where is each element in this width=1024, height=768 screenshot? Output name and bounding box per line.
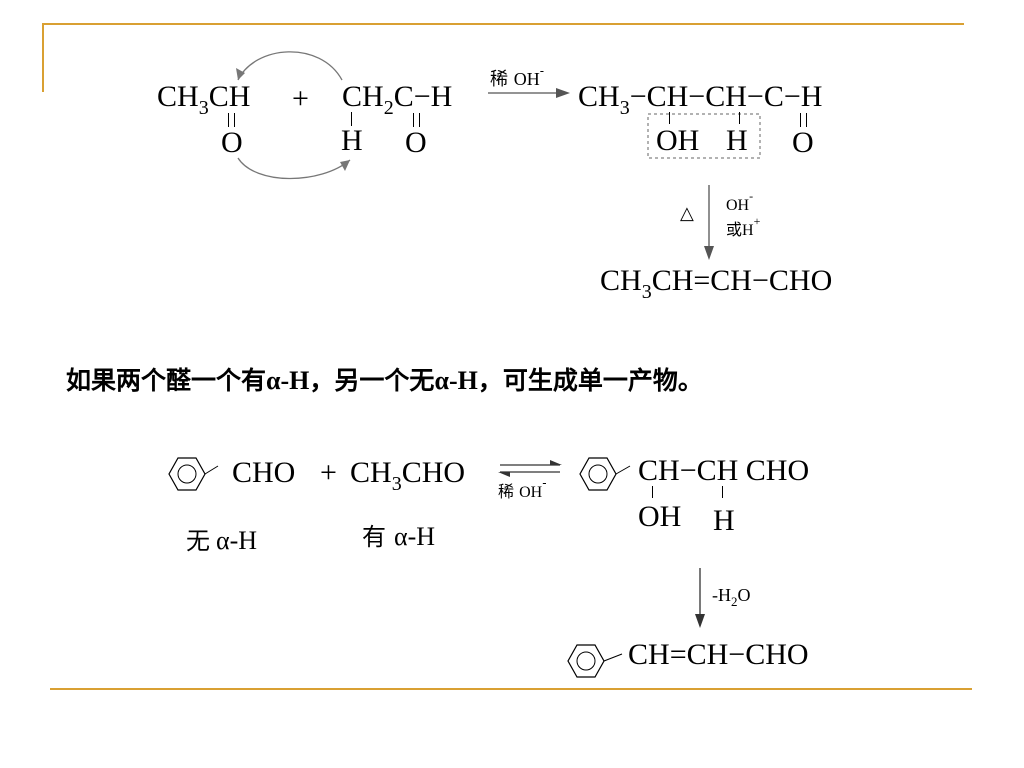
condition-or-h: 或H+ (726, 214, 761, 239)
plus-sign-2: + (320, 456, 337, 489)
curved-arrowhead-bottom (340, 160, 350, 171)
condition-dilute-oh-2: 稀 OH- (498, 476, 547, 501)
oxygen-3: O (792, 126, 814, 159)
plus-sign-1: + (292, 82, 309, 115)
product-hydrogen: H (726, 124, 748, 157)
bond-h-2 (722, 486, 723, 498)
crotonaldehyde: CH3CH=CH−CHO (600, 264, 833, 303)
bond-oh (669, 112, 670, 124)
dashed-highlight-box (647, 113, 761, 159)
cinnamaldehyde: CH=CH−CHO (628, 638, 809, 671)
acetaldehyde-3: CH3CHO (350, 456, 466, 495)
double-bond-co-3 (800, 113, 807, 127)
reaction-arrowhead-1 (556, 88, 570, 98)
bond-alpha-h (351, 112, 352, 126)
equilibrium-backward-head (498, 472, 510, 477)
dehydration-label: -H2O (712, 585, 751, 609)
curved-arrow-bottom (237, 157, 351, 180)
double-bond-co-2 (413, 113, 420, 127)
double-bond-co-1 (228, 113, 235, 127)
condition-dilute-oh-1: 稀 OH- (490, 64, 545, 90)
aldol-product-2: CH−CH CHO (638, 454, 810, 487)
statement-text: 如果两个醛一个有α-H，另一个无α-H，可生成单一产物。 (66, 366, 703, 395)
hydroxyl-group: OH (656, 124, 700, 157)
vertical-arrowhead-2 (695, 614, 705, 628)
heat-symbol: △ (680, 203, 694, 223)
benzene-ring-2 (579, 457, 631, 491)
bond-oh-2 (652, 486, 653, 498)
benzene-ring-1 (168, 457, 219, 491)
product-hydrogen-2: H (713, 504, 735, 537)
oxygen-2: O (405, 126, 427, 159)
condition-oh: OH- (726, 189, 754, 214)
acetaldehyde-2: CH2C−H (342, 80, 453, 119)
alpha-hydrogen: H (341, 124, 363, 157)
benzene-ring-3 (567, 644, 623, 678)
curved-arrow-top (237, 51, 343, 81)
bond-h (739, 112, 740, 124)
hydroxyl-group-2: OH (638, 500, 682, 533)
vertical-arrowhead-1 (704, 246, 714, 260)
acetaldehyde-1: CH3CH (157, 80, 251, 119)
oxygen-1: O (221, 126, 243, 159)
curved-arrowhead-top (236, 68, 245, 80)
aldol-product: CH3−CH−CH−C−H (578, 80, 823, 119)
equilibrium-forward-head (550, 460, 562, 465)
benzaldehyde-cho: CHO (232, 456, 296, 489)
